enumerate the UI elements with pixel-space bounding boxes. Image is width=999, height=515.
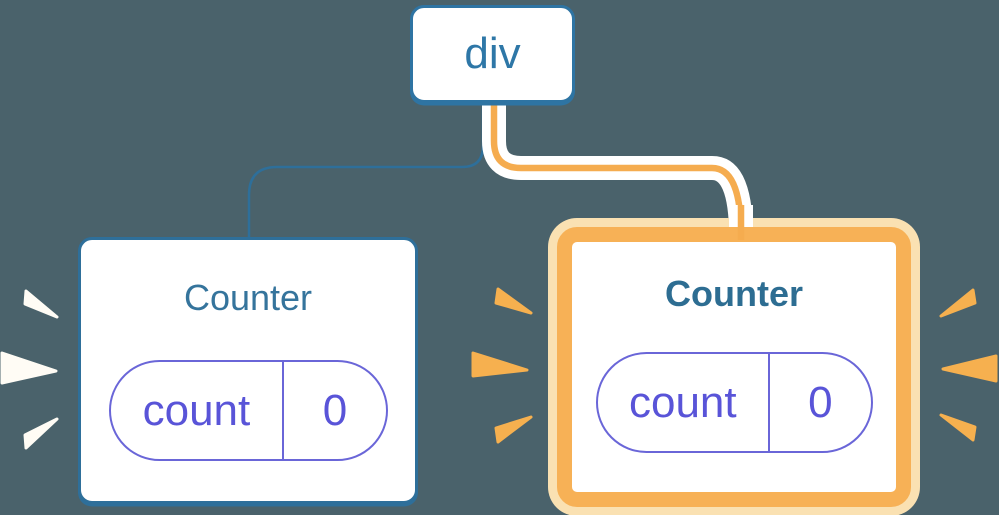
root-node-div: div bbox=[410, 5, 575, 103]
burst-icon bbox=[494, 415, 533, 444]
state-pill: count 0 bbox=[595, 352, 873, 453]
burst-icon bbox=[471, 351, 529, 378]
connector-right-pipe bbox=[482, 100, 753, 236]
counter-card-left: Counter count 0 bbox=[78, 237, 418, 504]
state-pill-key-cell: count bbox=[111, 362, 285, 459]
burst-icon bbox=[23, 289, 59, 319]
counter-title: Counter bbox=[665, 273, 803, 314]
state-value-label: 0 bbox=[322, 385, 348, 435]
burst-icon bbox=[23, 417, 59, 450]
counter-title: Counter bbox=[183, 277, 313, 318]
state-value-label: 0 bbox=[808, 377, 833, 427]
state-pill: count 0 bbox=[108, 360, 388, 461]
burst-icon bbox=[0, 351, 58, 385]
burst-icon bbox=[941, 354, 998, 383]
burst-middle-group bbox=[471, 287, 533, 444]
state-pill-value-cell: 0 bbox=[770, 354, 870, 451]
burst-left-group bbox=[0, 289, 59, 450]
burst-icon bbox=[494, 287, 533, 315]
connector-right-line bbox=[490, 100, 745, 236]
state-pill-value-cell: 0 bbox=[284, 362, 385, 459]
counter-card-right-highlighted: Counter count 0 bbox=[557, 227, 911, 507]
connector-left-line bbox=[247, 100, 485, 240]
state-key-label: count bbox=[142, 385, 251, 435]
root-node-label: div bbox=[464, 29, 521, 78]
state-pill-key-cell: count bbox=[598, 354, 771, 451]
burst-right-group bbox=[939, 288, 998, 442]
burst-icon bbox=[939, 413, 977, 442]
burst-icon bbox=[939, 288, 977, 318]
state-key-label: count bbox=[628, 377, 737, 427]
